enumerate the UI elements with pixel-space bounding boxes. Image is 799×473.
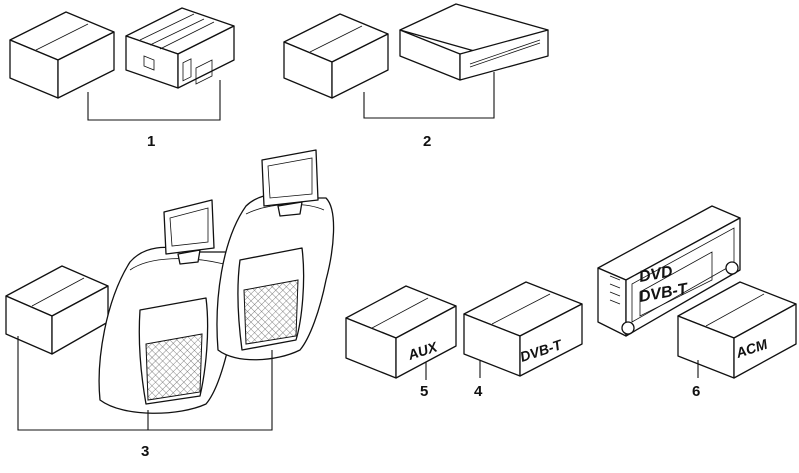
screen-label-dvd: DVD xyxy=(638,263,675,286)
group-2-box xyxy=(283,13,389,99)
group-6-display-unit xyxy=(597,205,741,337)
group-3-box xyxy=(5,265,109,355)
group-1-box xyxy=(9,11,115,99)
group-3-leader xyxy=(17,336,273,431)
callout-1: 1 xyxy=(147,133,155,150)
group-5-aux-box xyxy=(345,285,457,379)
callout-6: 6 xyxy=(692,383,700,400)
group-2-leader xyxy=(363,72,495,119)
group-3-seat-back-rear xyxy=(216,149,335,361)
group-1-changer-unit xyxy=(125,7,235,89)
callout-3: 3 xyxy=(141,443,149,460)
group-4-dvbt-box xyxy=(463,281,583,377)
callout-2: 2 xyxy=(423,133,431,150)
group-1-leader xyxy=(87,80,221,121)
group-6-acm-box xyxy=(677,281,797,379)
callout-5: 5 xyxy=(420,383,428,400)
callout-4: 4 xyxy=(474,383,483,400)
group-2-dvd-drive xyxy=(399,3,549,81)
group-3-seat-back-front xyxy=(98,199,242,414)
